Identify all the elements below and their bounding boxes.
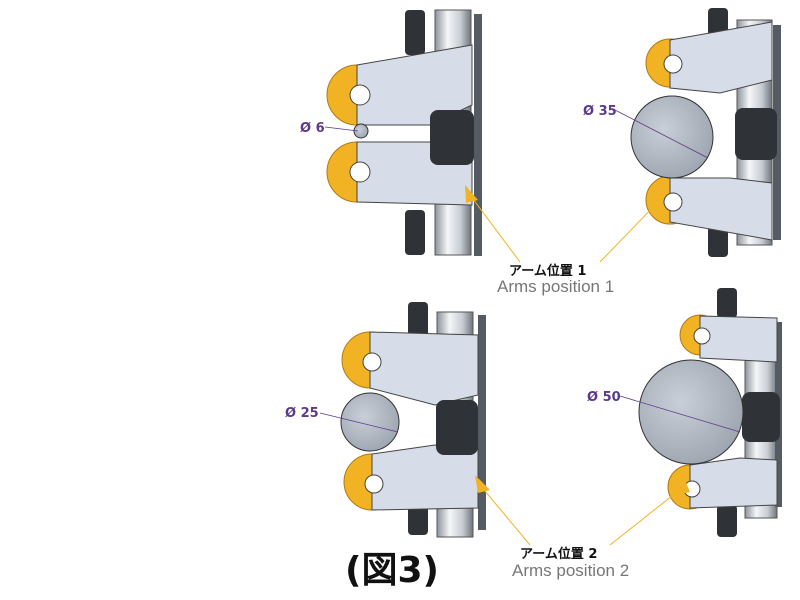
gripper-position-2-closed: Ø 50 xyxy=(587,288,782,537)
diameter-label-25: Ø 25 xyxy=(285,406,319,421)
workpiece-50 xyxy=(638,359,744,465)
diameter-label-6: Ø 6 xyxy=(300,121,325,136)
gripper-position-2-open: Ø 25 xyxy=(285,302,486,538)
workpiece-25 xyxy=(340,392,400,452)
lower-arm xyxy=(669,177,773,241)
mount-plate xyxy=(474,14,482,256)
upper-arm xyxy=(369,331,479,406)
workpiece-6 xyxy=(353,123,369,139)
diameter-label-50: Ø 50 xyxy=(587,390,621,405)
gripper-position-1-open: Ø 6 xyxy=(300,9,482,256)
workpiece-35 xyxy=(630,95,714,179)
position-1-jp: アーム位置 1 xyxy=(509,263,586,279)
upper-arm xyxy=(669,21,773,94)
gripper-position-1-closed: Ø 35 xyxy=(583,8,781,257)
position-2-jp: アーム位置 2 xyxy=(520,546,597,562)
bellows xyxy=(430,110,474,165)
position-1-en: Arms position 1 xyxy=(497,277,614,296)
top-fitting xyxy=(405,10,425,55)
diameter-label-35: Ø 35 xyxy=(583,104,617,119)
bottom-fitting xyxy=(405,210,425,255)
lower-arm xyxy=(689,457,778,509)
position-2-en: Arms position 2 xyxy=(512,561,629,580)
figure-label: (図3) xyxy=(345,550,439,591)
callout-position-1: アーム位置 1 Arms position 1 xyxy=(465,185,665,296)
callout-position-2: アーム位置 2 Arms position 2 xyxy=(475,475,690,580)
upper-arm xyxy=(699,315,778,363)
